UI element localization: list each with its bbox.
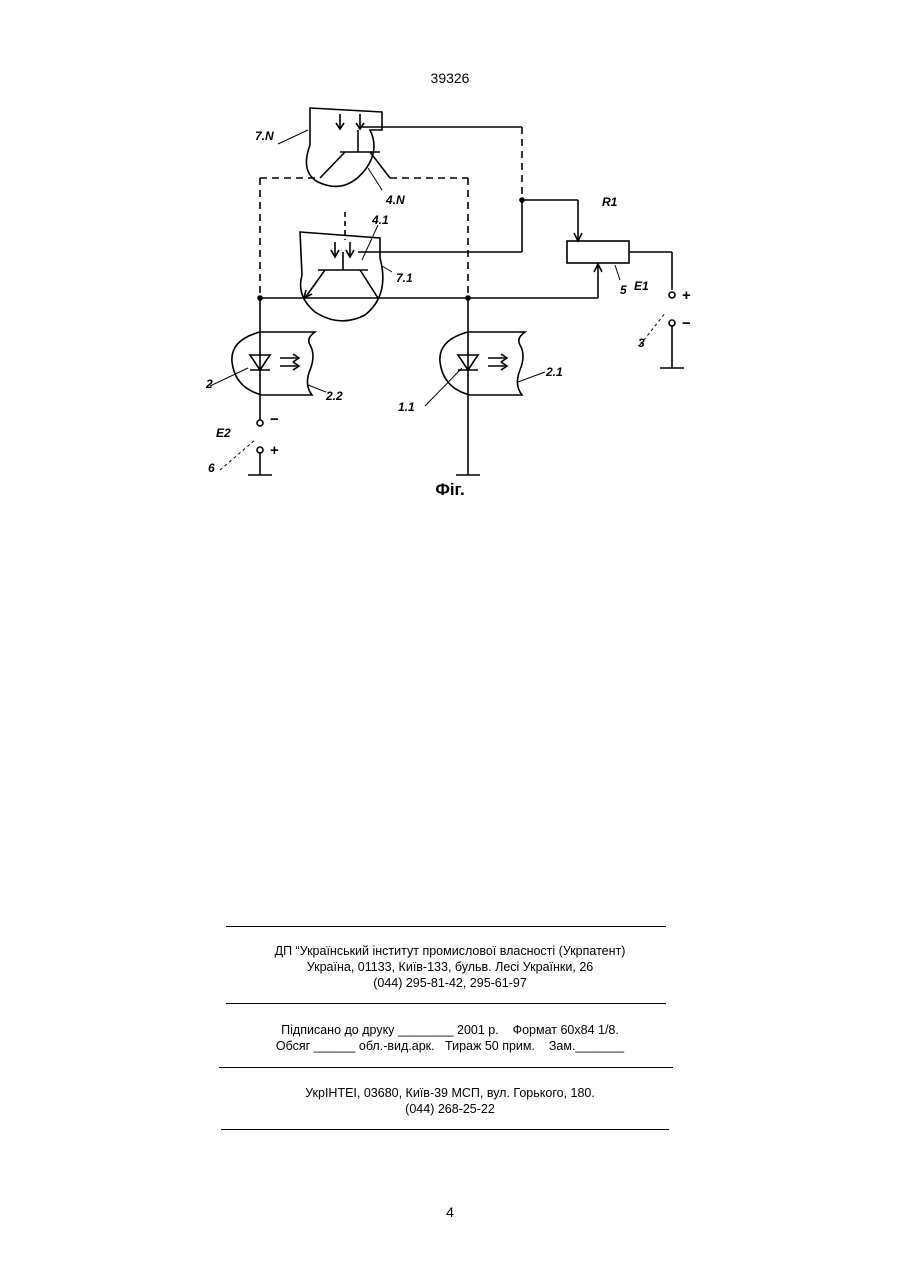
figure-caption: Фіг. [0,480,900,500]
label-7-1: 7.1 [396,271,413,285]
publisher-line-1: ДП “Український інститут промислової вла… [0,943,900,959]
label-E2: E2 [216,426,231,440]
label-plus-E1: + [682,287,691,304]
resistor-R1 [567,241,629,263]
divider [221,1129,669,1130]
label-1-1: 1.1 [398,400,415,414]
page-number: 4 [0,1204,900,1220]
circuit-diagram: 7.N 4.N 4.1 7.1 R1 5 E1 + − 3 2 2.2 1.1 … [200,100,700,500]
printer-line-2: (044) 268-25-22 [0,1101,900,1117]
label-E1: E1 [634,279,649,293]
divider [226,1003,666,1004]
label-2-1: 2.1 [545,365,563,379]
label-2: 2 [205,377,213,391]
label-6: 6 [208,461,215,475]
label-minus-E1: − [682,315,691,332]
divider [226,926,666,927]
label-2-2: 2.2 [325,389,343,403]
label-3: 3 [638,336,645,350]
divider [219,1067,673,1068]
label-4-1: 4.1 [371,213,389,227]
led-2-housing [232,332,315,395]
publisher-line-2: Україна, 01133, Київ-133, бульв. Лесі Ук… [0,959,900,975]
phototransistor-7N-housing [306,108,382,186]
label-R1: R1 [602,195,618,209]
print-line-1: Підписано до друку ________ 2001 р. Форм… [0,1022,900,1038]
label-7N: 7.N [255,129,274,143]
label-5: 5 [620,283,627,297]
publisher-line-3: (044) 295-81-42, 295-61-97 [0,975,900,991]
label-plus-E2: + [270,442,279,459]
led-1-1-housing [440,332,525,395]
label-minus-E2: − [270,411,279,428]
page-code: 39326 [0,70,900,86]
label-4N: 4.N [385,193,405,207]
phototransistor-7-1-housing [300,232,383,321]
print-line-2: Обсяг ______ обл.-вид.арк. Тираж 50 прим… [0,1038,900,1054]
printer-line-1: УкрІНТЕІ, 03680, Київ-39 МСП, вул. Горьк… [0,1085,900,1101]
